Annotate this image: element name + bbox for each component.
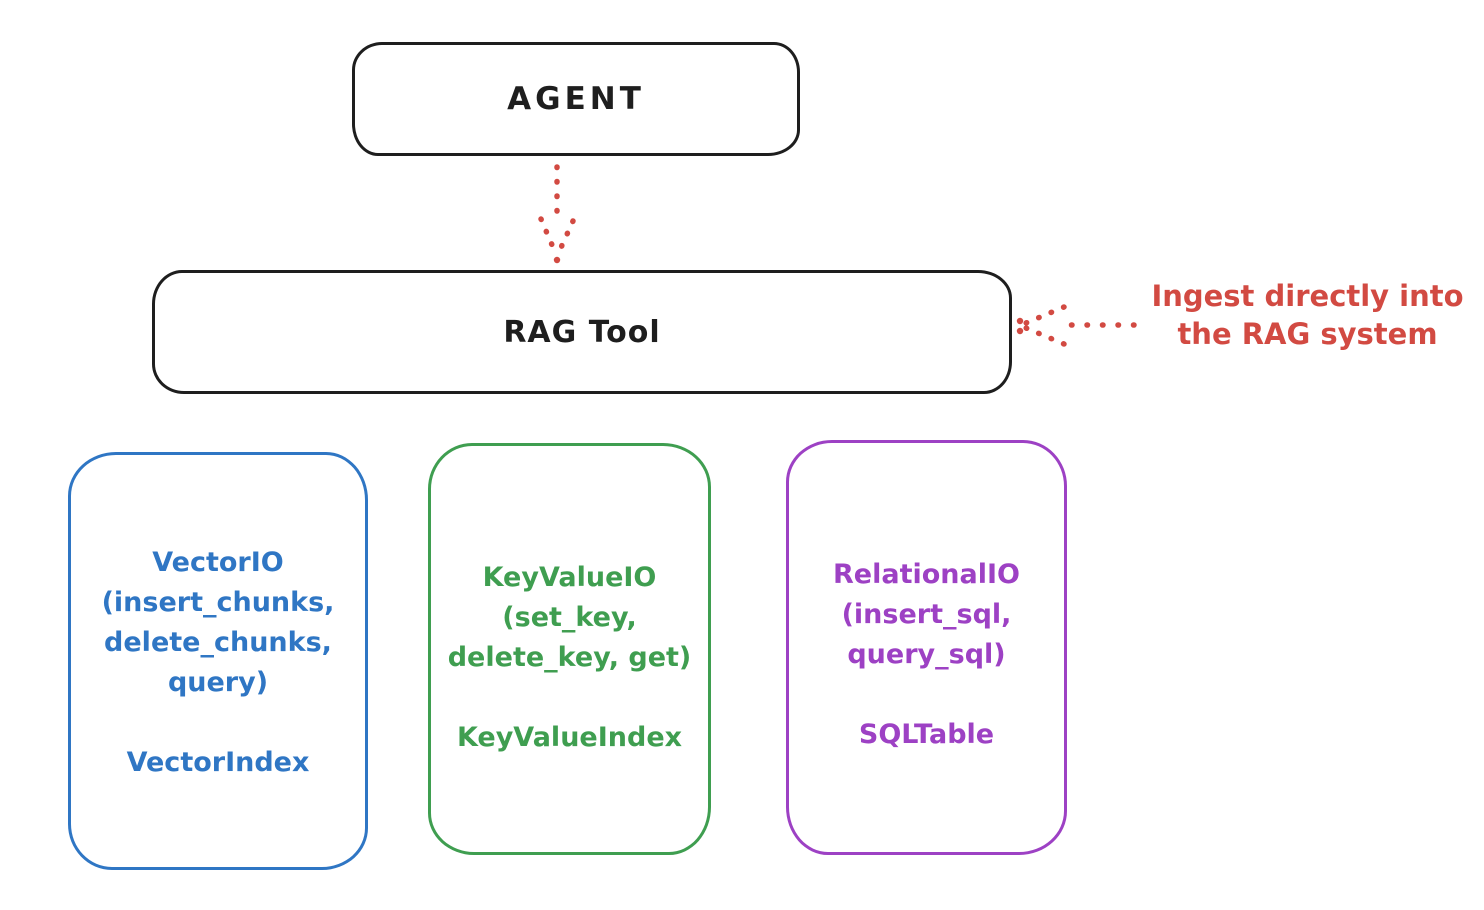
agent-label: AGENT [507,81,645,117]
agent-node[interactable]: AGENT [352,42,800,156]
keyvalue-io-node[interactable]: KeyValueIO (set_key, delete_key, get) Ke… [428,443,711,855]
vector-io-label: VectorIO (insert_chunks, delete_chunks, … [101,547,335,698]
keyvalue-io-label: KeyValueIO (set_key, delete_key, get) [447,562,692,673]
relational-io-label: RelationalIO (insert_sql, query_sql) [833,559,1020,670]
agent-to-ragtool-arrow-icon [538,164,576,264]
ingest-arrow-icon [1016,304,1137,347]
keyvalue-index-label: KeyValueIndex [456,722,683,753]
rag-tool-node[interactable]: RAG Tool [152,270,1012,394]
vector-index-label: VectorIndex [126,747,310,778]
rag-tool-label: RAG Tool [503,314,661,350]
relational-io-node[interactable]: RelationalIO (insert_sql, query_sql) SQL… [786,440,1067,855]
vector-io-node[interactable]: VectorIO (insert_chunks, delete_chunks, … [68,452,368,870]
ingest-annotation: Ingest directly into the RAG system [1151,279,1464,352]
sql-table-label: SQLTable [858,719,995,750]
